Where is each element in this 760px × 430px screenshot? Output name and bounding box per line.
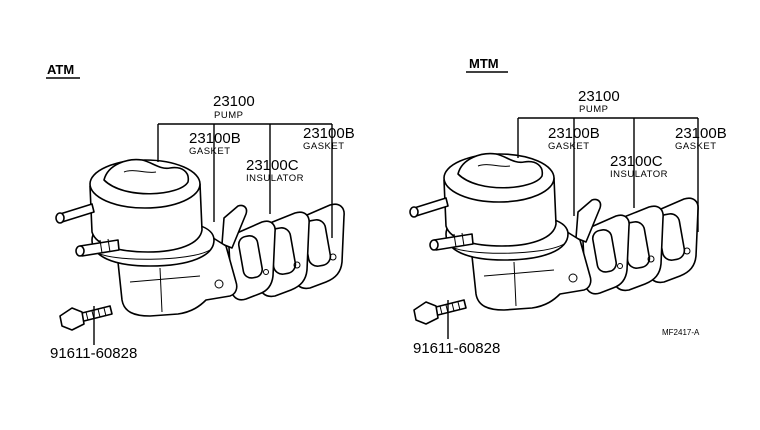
atm-gasket1-label: GASKET: [189, 146, 231, 157]
atm-insulator-label: INSULATOR: [246, 173, 304, 184]
atm-pump-part-number: 23100: [213, 93, 255, 110]
atm-pump-label: PUMP: [214, 110, 243, 121]
mtm-insulator-label: INSULATOR: [610, 169, 668, 180]
atm-pump-assembly: [55, 158, 345, 331]
atm-bolt-part-number: 91611-60828: [50, 345, 137, 362]
mtm-gasket1-part-number: 23100B: [548, 125, 600, 142]
atm-insulator-part-number: 23100C: [246, 157, 299, 174]
mtm-insulator-part-number: 23100C: [610, 153, 663, 170]
figure-reference: MF2417-A: [662, 328, 700, 337]
mtm-gasket2-part-number: 23100B: [675, 125, 727, 142]
mtm-pump-part-number: 23100: [578, 88, 620, 105]
atm-gasket2-label: GASKET: [303, 141, 345, 152]
mtm-diagram: MTM 23100 PUMP 23100B GASKET 23100B GASK…: [409, 56, 727, 357]
atm-header: ATM: [47, 62, 74, 77]
mtm-bolt-part-number: 91611-60828: [413, 340, 500, 357]
mtm-gasket2-label: GASKET: [675, 141, 717, 152]
mtm-header: MTM: [469, 56, 499, 71]
atm-gasket2-part-number: 23100B: [303, 125, 355, 142]
mtm-gasket1-label: GASKET: [548, 141, 590, 152]
atm-gasket1-part-number: 23100B: [189, 130, 241, 147]
mtm-pump-label: PUMP: [579, 104, 608, 115]
atm-diagram: ATM 23100 PUMP 23100B GASKET 23100B GASK…: [46, 62, 355, 362]
